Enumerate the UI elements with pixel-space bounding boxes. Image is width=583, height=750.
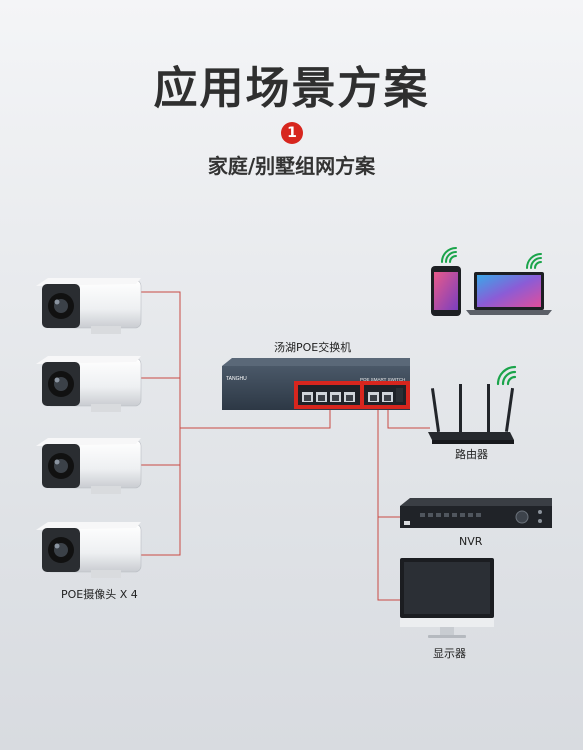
page-title: 应用场景方案 (153, 63, 430, 114)
smartphone-icon (431, 266, 461, 316)
monitor-label: 显示器 (433, 647, 466, 660)
wifi-signal-icon (526, 253, 542, 269)
camera-1-line (141, 291, 181, 556)
nvr-icon (400, 498, 552, 528)
router-icon (428, 384, 515, 444)
nvr-label: NVR (459, 535, 483, 548)
switch-to-cameras-line (180, 410, 331, 429)
monitor-icon (400, 558, 494, 638)
wifi-signal-icon (441, 247, 457, 263)
poe-switch: TANGHU POE SMART SWITCH (222, 358, 410, 410)
step-number-badge: 1 (281, 122, 303, 144)
scenario-subtitle: 家庭/别墅组网方案 (207, 154, 376, 178)
poe-camera (36, 278, 142, 334)
poe-camera (36, 356, 142, 412)
monitor-line (377, 517, 400, 601)
router-line (387, 410, 430, 429)
nvr-line (377, 410, 400, 518)
wifi-signal-icon (496, 365, 517, 386)
switch-model-text: POE SMART SWITCH (360, 377, 405, 382)
poe-camera (36, 522, 142, 578)
router-label: 路由器 (455, 448, 488, 461)
cameras-label: POE摄像头 X 4 (61, 588, 138, 601)
connection-lines (141, 291, 430, 601)
switch-brand-text: TANGHU (226, 376, 247, 382)
switch-label: 汤湖POE交换机 (274, 341, 352, 354)
poe-camera (36, 438, 142, 494)
laptop-icon (466, 272, 552, 315)
